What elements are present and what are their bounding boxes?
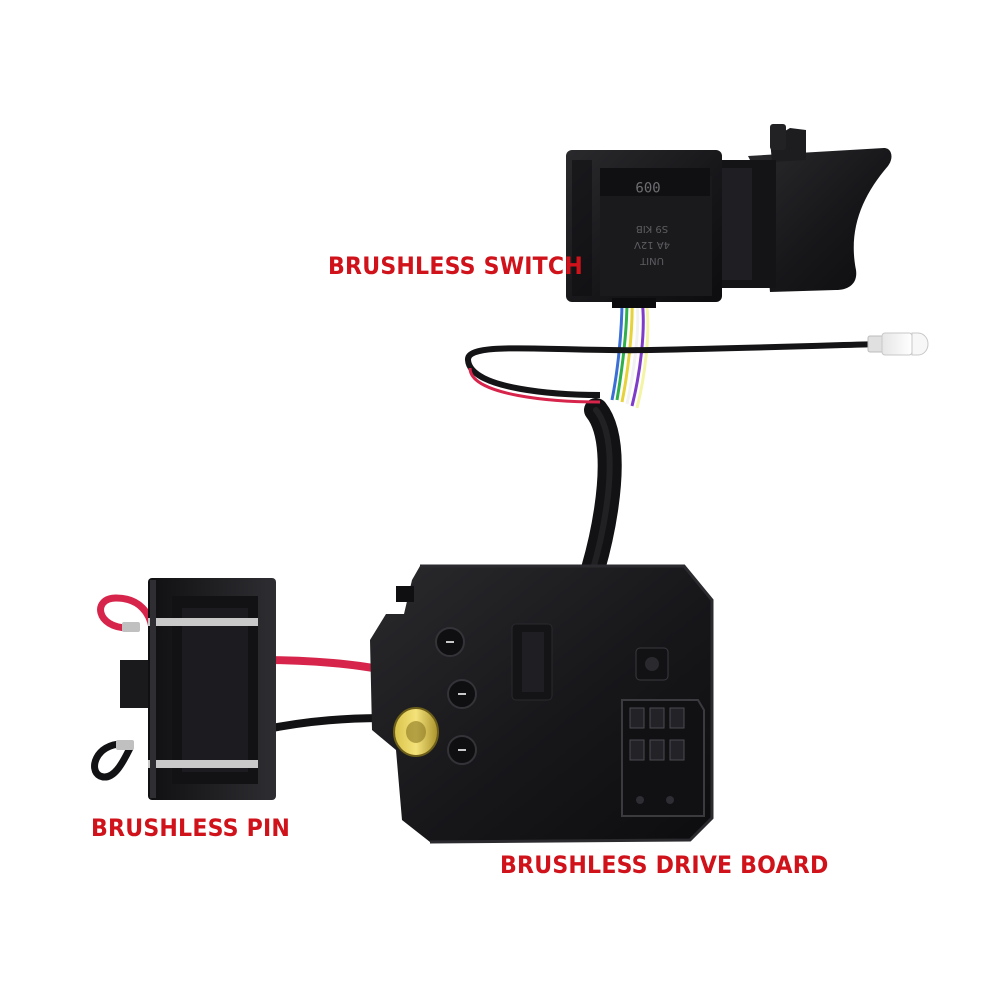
brushless-drive-board: [370, 564, 714, 844]
capacitor-icon: [393, 707, 439, 757]
brushless-switch: 009 S9 KIB 4A 12V UNIT: [566, 124, 892, 308]
led-icon: [881, 332, 929, 356]
switch-marking-line2: 4A 12V: [634, 239, 670, 250]
brushless-pin: [120, 578, 276, 800]
switch-marking-line1: S9 KIB: [636, 223, 668, 234]
brushless-drive-board-label: BRUSHLESS DRIVE BOARD: [500, 851, 829, 879]
brushless-pin-label: BRUSHLESS PIN: [91, 814, 291, 842]
switch-model-marking: 009: [635, 178, 660, 194]
led-cable: [465, 332, 929, 404]
switch-marking-line3: UNIT: [639, 255, 664, 266]
brushless-switch-label: BRUSHLESS SWITCH: [328, 252, 583, 280]
